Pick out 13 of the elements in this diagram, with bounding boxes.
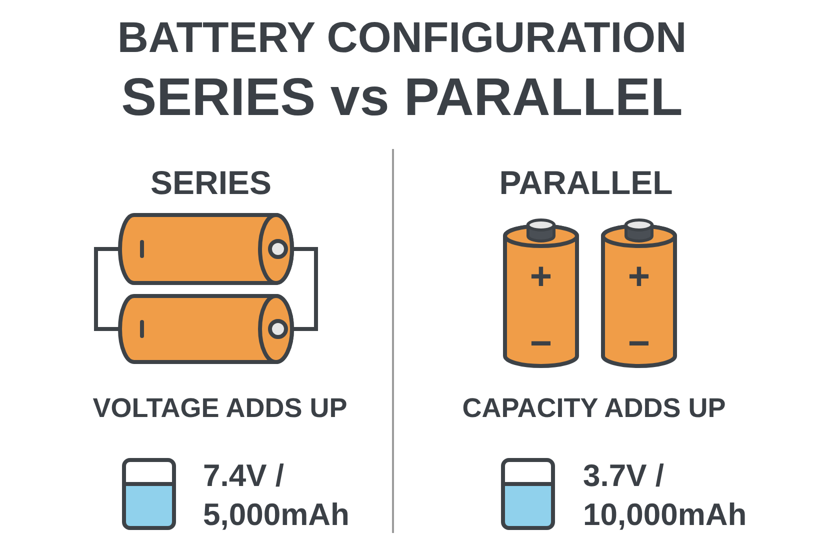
- wire: [293, 247, 318, 331]
- summary-text: CAPACITY ADDS UP: [462, 395, 726, 422]
- polarity-sign: +: [530, 258, 552, 296]
- summary-text: VOLTAGE ADDS UP: [92, 395, 348, 422]
- section-heading: SERIES: [150, 166, 272, 199]
- wire: [94, 247, 119, 331]
- polarity-sign: +: [628, 258, 650, 296]
- polarity-sign: −: [530, 325, 552, 363]
- section-heading: PARALLEL: [499, 166, 673, 199]
- spec-text: 7.4V / 5,000mAh: [203, 457, 350, 534]
- title: BATTERY CONFIGURATION SERIES vs PARALLEL: [116, 13, 688, 128]
- polarity-sign: −: [628, 325, 650, 363]
- spec-text: 3.7V / 10,000mAh: [583, 457, 748, 534]
